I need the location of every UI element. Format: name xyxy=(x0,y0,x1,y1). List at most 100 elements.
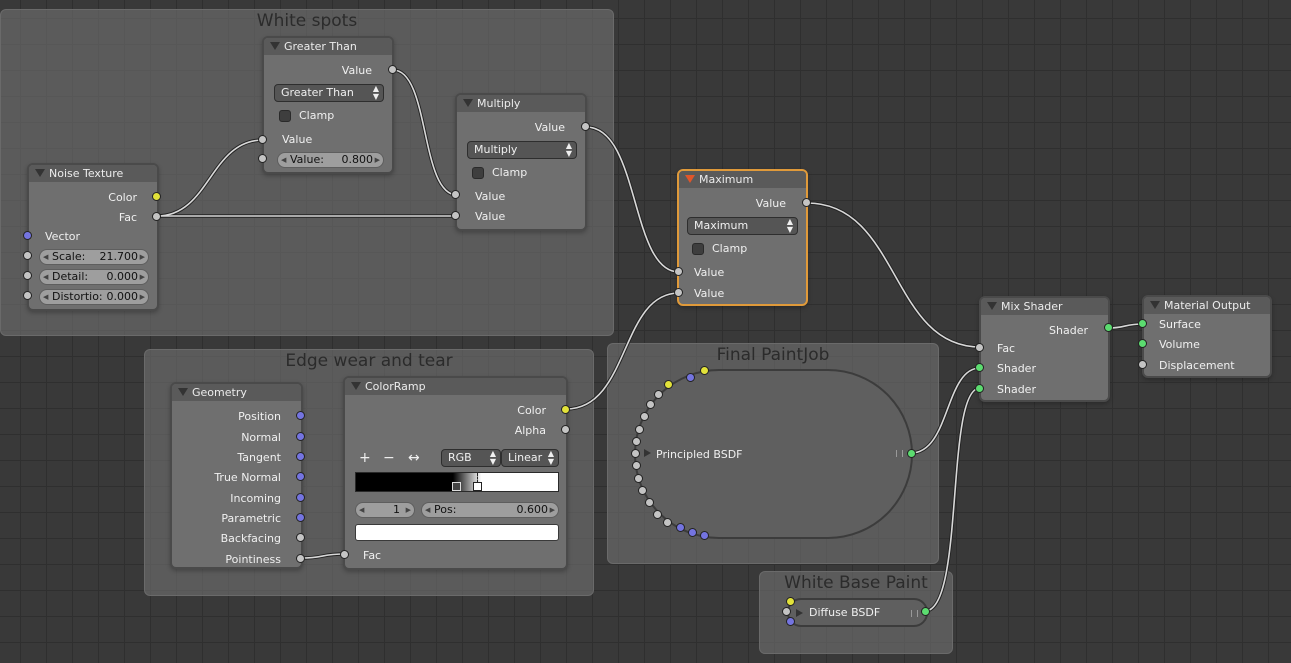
node-principled-bsdf[interactable]: Principled BSDF xyxy=(634,369,913,539)
socket-principled-input[interactable] xyxy=(654,390,663,399)
socket-principled-input[interactable] xyxy=(631,449,640,458)
socket-mix-shader-out[interactable] xyxy=(1104,323,1113,332)
increment-arrow-icon[interactable]: ▶ xyxy=(139,293,145,301)
socket-mix-shader2-in[interactable] xyxy=(975,384,984,393)
socket-output-surface-in[interactable] xyxy=(1138,319,1147,328)
clamp-checkbox[interactable] xyxy=(279,110,291,122)
node-header[interactable]: Maximum xyxy=(679,171,806,188)
socket-principled-input[interactable] xyxy=(653,510,662,519)
socket-principled-input[interactable] xyxy=(646,400,655,409)
socket-diffuse-normal-in[interactable] xyxy=(786,617,795,626)
collapse-triangle-icon[interactable] xyxy=(685,175,695,183)
socket-mix-fac-in[interactable] xyxy=(975,343,984,352)
node-header[interactable]: Material Output xyxy=(1144,297,1270,314)
socket-noise-distortion-in[interactable] xyxy=(23,291,32,300)
collapse-triangle-icon[interactable] xyxy=(351,382,361,390)
increment-arrow-icon[interactable]: ▶ xyxy=(139,253,145,261)
socket-output-volume-in[interactable] xyxy=(1138,339,1147,348)
socket-principled-input[interactable] xyxy=(640,412,649,421)
operation-dropdown[interactable]: Greater Than▲▼ xyxy=(274,84,384,102)
ramp-stop-handle-active[interactable] xyxy=(473,482,482,491)
socket-geo-position-out[interactable] xyxy=(296,411,305,420)
pos-field[interactable]: ◀Pos:0.600▶ xyxy=(421,502,559,518)
value-field[interactable]: ◀Value:0.800▶ xyxy=(277,152,384,168)
node-maximum[interactable]: Maximum Value Maximum▲▼ Clamp Value Valu… xyxy=(677,169,808,306)
node-header[interactable]: Greater Than xyxy=(264,38,392,55)
socket-geo-parametric-out[interactable] xyxy=(296,513,305,522)
ramp-stop-handle[interactable] xyxy=(452,482,461,491)
node-color-ramp[interactable]: ColorRamp Color Alpha + − ↔ RGB▲▼ Linear… xyxy=(343,376,568,570)
socket-geo-tangent-out[interactable] xyxy=(296,452,305,461)
decrement-arrow-icon[interactable]: ◀ xyxy=(43,273,49,281)
socket-gt-value1-in[interactable] xyxy=(258,135,267,144)
socket-principled-input[interactable] xyxy=(645,498,654,507)
socket-principled-input[interactable] xyxy=(700,366,709,375)
increment-arrow-icon[interactable]: ▶ xyxy=(549,506,555,514)
operation-dropdown[interactable]: Multiply▲▼ xyxy=(467,141,577,159)
operation-dropdown[interactable]: Maximum▲▼ xyxy=(687,217,798,235)
socket-diffuse-roughness-in[interactable] xyxy=(782,607,791,616)
socket-ramp-alpha-out[interactable] xyxy=(561,425,570,434)
minus-icon[interactable]: − xyxy=(383,450,395,466)
socket-principled-input[interactable] xyxy=(663,518,672,527)
scale-field[interactable]: ◀Scale:21.700▶ xyxy=(39,249,149,265)
decrement-arrow-icon[interactable]: ◀ xyxy=(359,506,365,514)
decrement-arrow-icon[interactable]: ◀ xyxy=(43,293,49,301)
socket-diffuse-color-in[interactable] xyxy=(786,597,795,606)
socket-output-displacement-in[interactable] xyxy=(1138,360,1147,369)
socket-geo-incoming-out[interactable] xyxy=(296,493,305,502)
increment-arrow-icon[interactable]: ▶ xyxy=(139,273,145,281)
socket-ramp-fac-in[interactable] xyxy=(340,550,349,559)
socket-principled-input[interactable] xyxy=(638,486,647,495)
socket-principled-input[interactable] xyxy=(688,528,697,537)
socket-principled-input[interactable] xyxy=(686,373,695,382)
expand-triangle-icon[interactable] xyxy=(796,609,803,617)
color-mode-dropdown[interactable]: RGB▲▼ xyxy=(441,449,501,467)
color-ramp-gradient[interactable] xyxy=(355,472,559,492)
node-mix-shader[interactable]: Mix Shader Shader Fac Shader Shader xyxy=(979,296,1110,402)
collapse-triangle-icon[interactable] xyxy=(270,42,280,50)
node-header[interactable]: Multiply xyxy=(457,95,585,112)
stop-index-field[interactable]: ◀1▶ xyxy=(355,502,415,518)
node-multiply[interactable]: Multiply Value Multiply▲▼ Clamp Value Va… xyxy=(455,93,587,231)
node-greater-than[interactable]: Greater Than Value Greater Than▲▼ Clamp … xyxy=(262,36,394,174)
node-diffuse-bsdf[interactable]: Diffuse BSDF xyxy=(787,598,928,627)
socket-gt-value-out[interactable] xyxy=(388,65,397,74)
clamp-checkbox[interactable] xyxy=(472,167,484,179)
socket-principled-input[interactable] xyxy=(676,523,685,532)
node-header[interactable]: Geometry xyxy=(172,384,301,401)
socket-principled-bsdf-out[interactable] xyxy=(907,449,916,458)
decrement-arrow-icon[interactable]: ◀ xyxy=(425,506,431,514)
decrement-arrow-icon[interactable]: ◀ xyxy=(43,253,49,261)
socket-noise-vector-in[interactable] xyxy=(23,231,32,240)
collapse-triangle-icon[interactable] xyxy=(463,99,473,107)
socket-max-value-out[interactable] xyxy=(802,198,811,207)
socket-principled-input[interactable] xyxy=(635,425,644,434)
socket-gt-value2-in[interactable] xyxy=(258,154,267,163)
decrement-arrow-icon[interactable]: ◀ xyxy=(281,156,287,164)
plus-icon[interactable]: + xyxy=(359,450,371,466)
node-noise-texture[interactable]: Noise Texture Color Fac Vector ◀Scale:21… xyxy=(27,163,159,311)
socket-geo-true-normal-out[interactable] xyxy=(296,472,305,481)
increment-arrow-icon[interactable]: ▶ xyxy=(374,156,380,164)
socket-principled-input[interactable] xyxy=(632,437,641,446)
clamp-checkbox[interactable] xyxy=(692,243,704,255)
collapse-triangle-icon[interactable] xyxy=(35,169,45,177)
socket-principled-input[interactable] xyxy=(700,531,709,540)
socket-principled-input[interactable] xyxy=(634,474,643,483)
expand-triangle-icon[interactable] xyxy=(644,449,651,457)
collapse-triangle-icon[interactable] xyxy=(987,302,997,310)
stop-color-swatch[interactable] xyxy=(355,524,559,541)
socket-noise-color-out[interactable] xyxy=(152,192,161,201)
socket-principled-input[interactable] xyxy=(632,461,641,470)
socket-mult-value1-in[interactable] xyxy=(451,190,460,199)
socket-geo-backfacing-out[interactable] xyxy=(296,533,305,542)
socket-principled-input[interactable] xyxy=(664,380,673,389)
socket-noise-scale-in[interactable] xyxy=(23,251,32,260)
node-geometry[interactable]: Geometry Position Normal Tangent True No… xyxy=(170,382,303,569)
socket-diffuse-bsdf-out[interactable] xyxy=(921,607,930,616)
socket-max-value1-in[interactable] xyxy=(674,267,683,276)
socket-max-value2-in[interactable] xyxy=(674,288,683,297)
socket-geo-pointiness-out[interactable] xyxy=(296,554,305,563)
detail-field[interactable]: ◀Detail:0.000▶ xyxy=(39,269,149,285)
